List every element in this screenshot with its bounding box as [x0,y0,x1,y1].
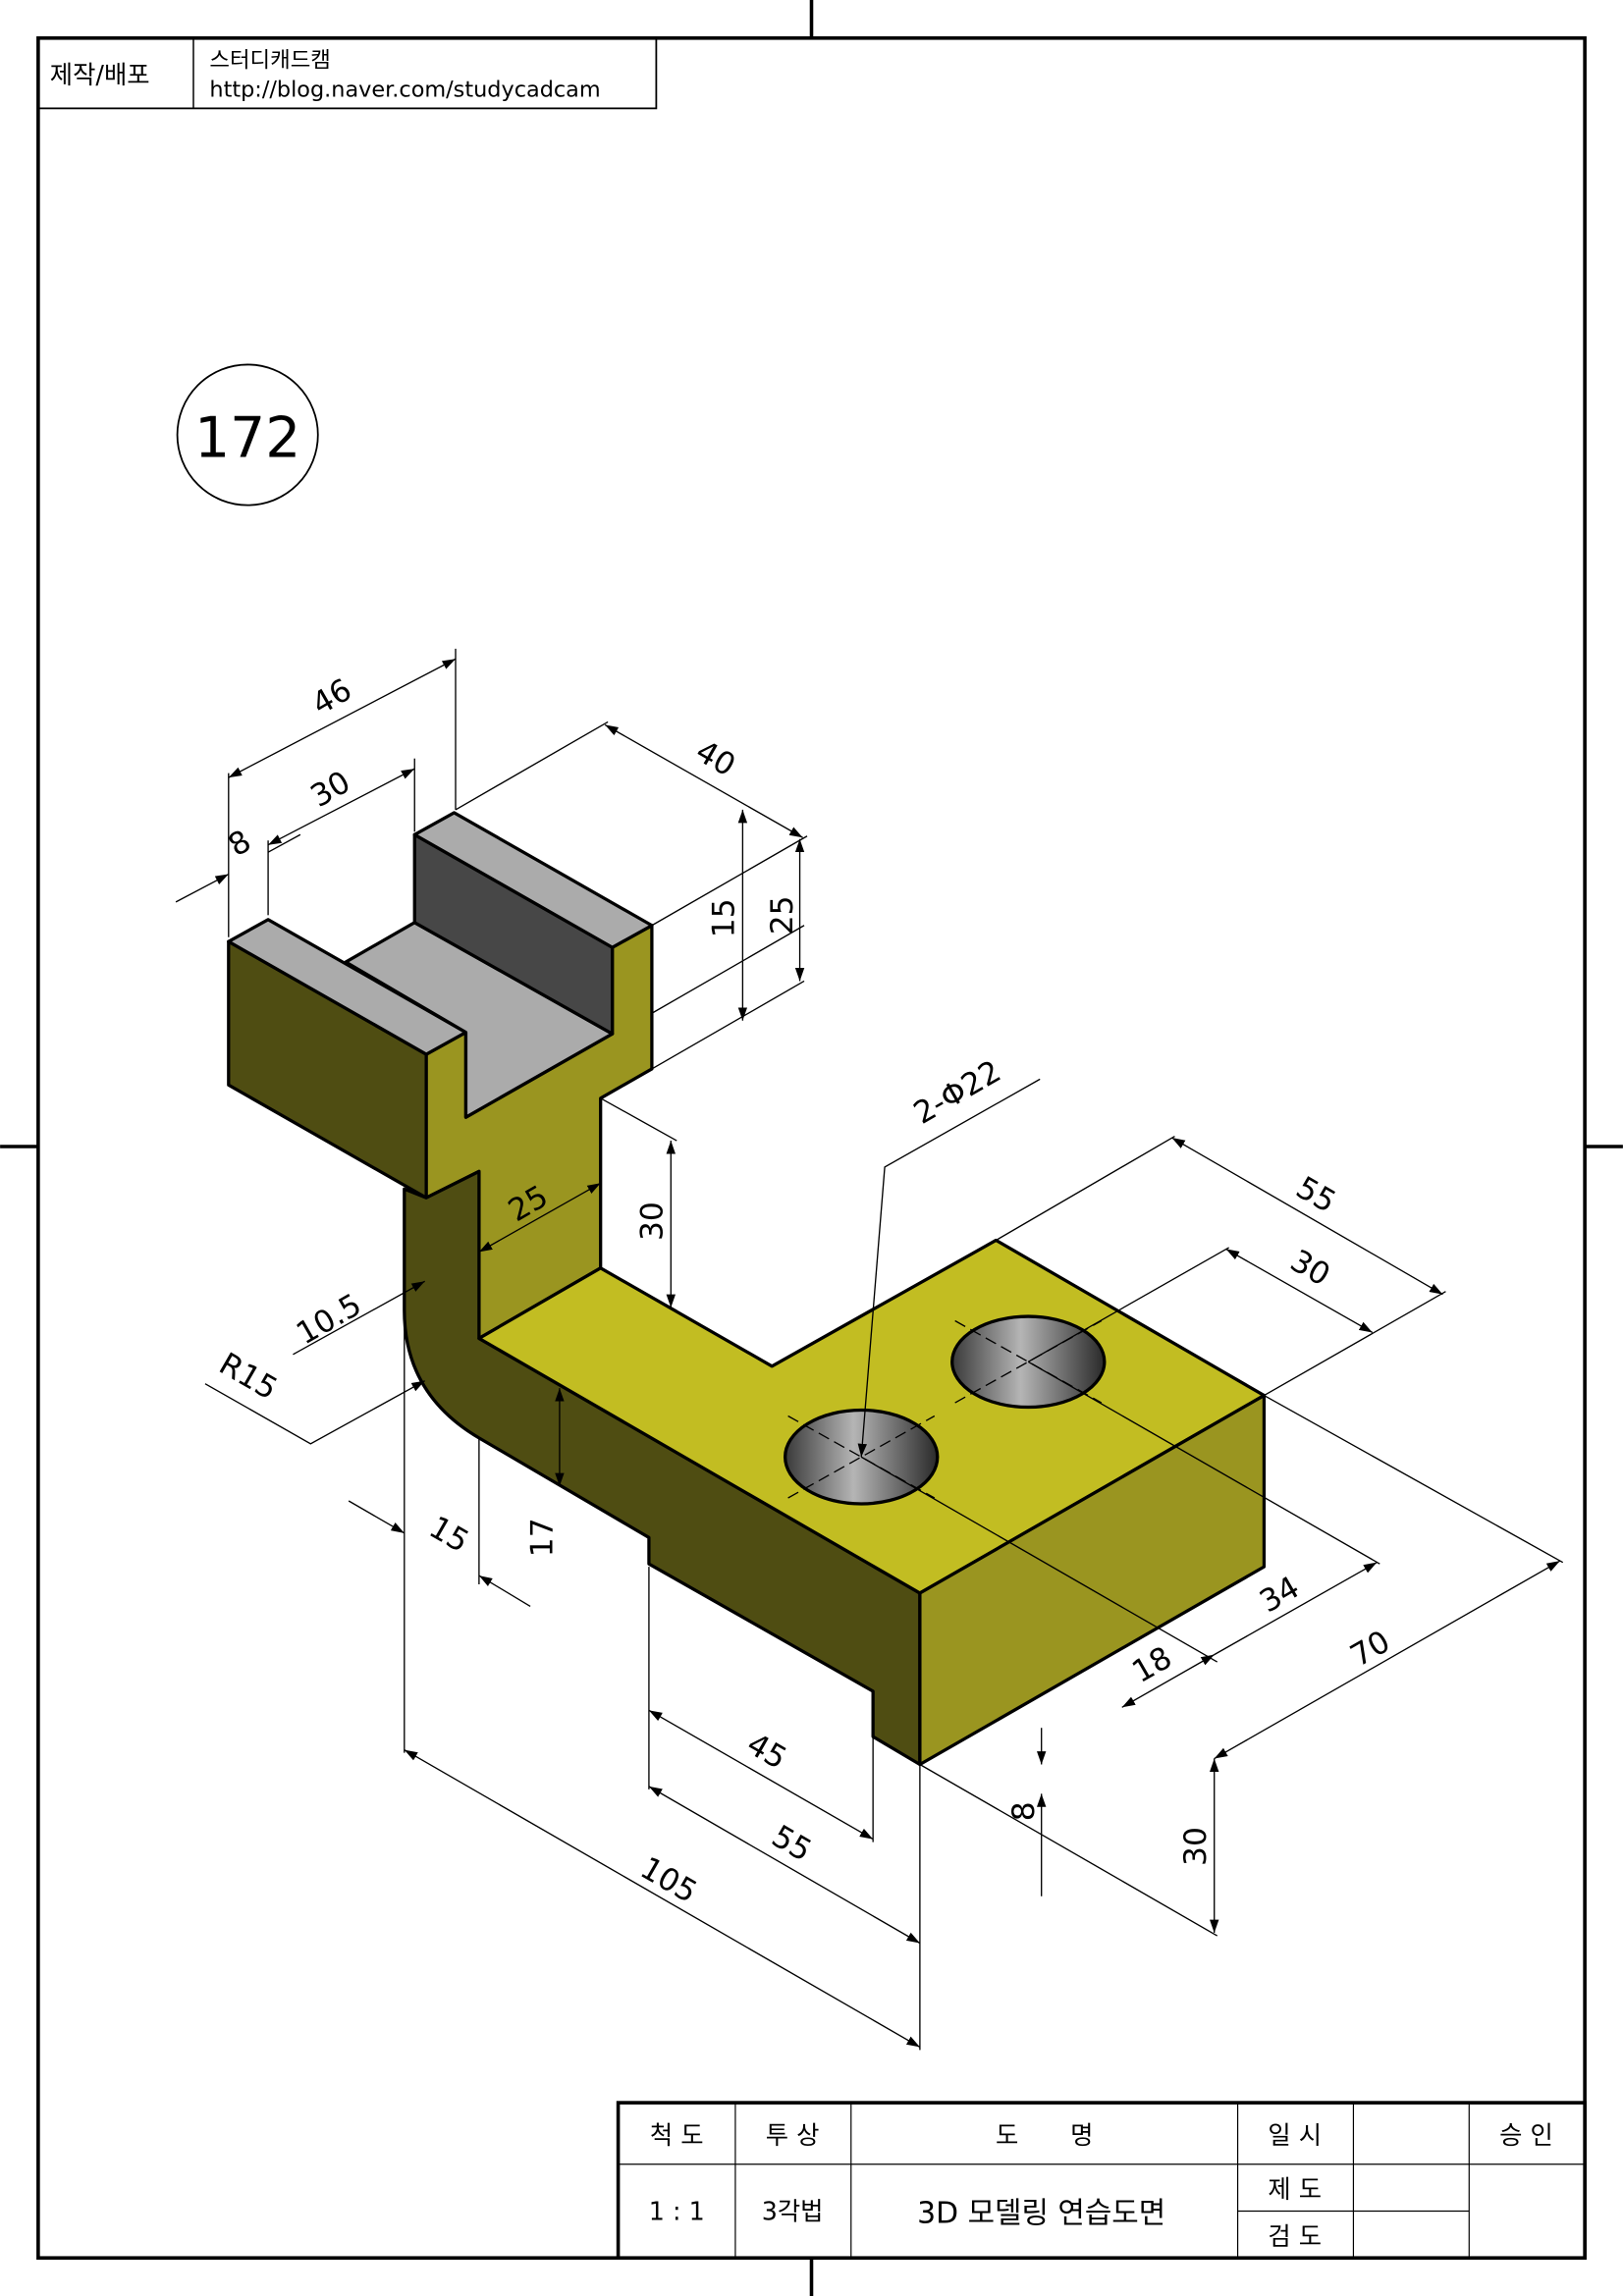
checked-label: 검 도 [1268,2221,1322,2251]
author-box: 제작/배포 스터디캐드캠 http://blog.naver.com/study… [36,36,658,110]
dim-r15: R15 [213,1347,283,1408]
hole-centerlines [787,1319,1103,1499]
dim-40: 40 [689,733,741,783]
dim-55-plate: 55 [1290,1170,1342,1220]
dim-46: 46 [306,672,358,722]
scale-label: 척 도 [650,2120,704,2150]
approve-label: 승 인 [1499,2120,1553,2150]
dim-18: 18 [1126,1640,1178,1690]
dimension-lines [175,648,1564,2051]
projection-label: 투 상 [766,2120,820,2150]
drawn-label: 제 도 [1268,2174,1322,2204]
drawing-number-badge: 172 [176,363,319,507]
dim-15-height: 15 [706,898,741,937]
dim-70: 70 [1345,1624,1397,1674]
author-label: 제작/배포 [50,60,150,89]
sheet-border [36,35,1587,2261]
drawing-name-label: 도 명 [996,2120,1093,2150]
drawing-name-value: 3D 모델링 연습도면 [917,2196,1165,2230]
scale-value: 1 : 1 [649,2196,705,2225]
slot-floor [344,921,615,1119]
dim-15-post: 15 [423,1510,475,1560]
dim-34: 34 [1254,1570,1306,1620]
title-block: 척 도 투 상 도 명 일 시 승 인 1 : 1 3각법 3D 모델링 연습도… [616,2101,1587,2261]
dim-10-5: 10.5 [291,1287,367,1352]
dimension-labels: 46 30 8 40 15 25 2-Φ22 55 30 25 10.5 R15… [213,672,1396,1910]
dim-30-slot: 30 [304,765,356,815]
dim-holes: 2-Φ22 [908,1054,1007,1132]
dim-8-rail: 8 [223,824,257,864]
dim-30-post: 30 [634,1201,670,1241]
isometric-part [227,811,1267,1767]
projection-value: 3각법 [762,2196,824,2225]
dim-17: 17 [524,1518,560,1557]
dim-105: 105 [634,1850,703,1910]
author-name: 스터디캐드캠 [209,48,330,74]
date-label: 일 시 [1268,2120,1322,2150]
dim-45: 45 [741,1727,793,1777]
dim-25-height: 25 [765,895,800,934]
dim-55-len: 55 [766,1819,818,1869]
drawing-number: 172 [194,405,300,470]
dim-8-step: 8 [1006,1801,1042,1821]
dim-30-height: 30 [1178,1827,1214,1866]
author-url[interactable]: http://blog.naver.com/studycadcam [209,77,600,102]
